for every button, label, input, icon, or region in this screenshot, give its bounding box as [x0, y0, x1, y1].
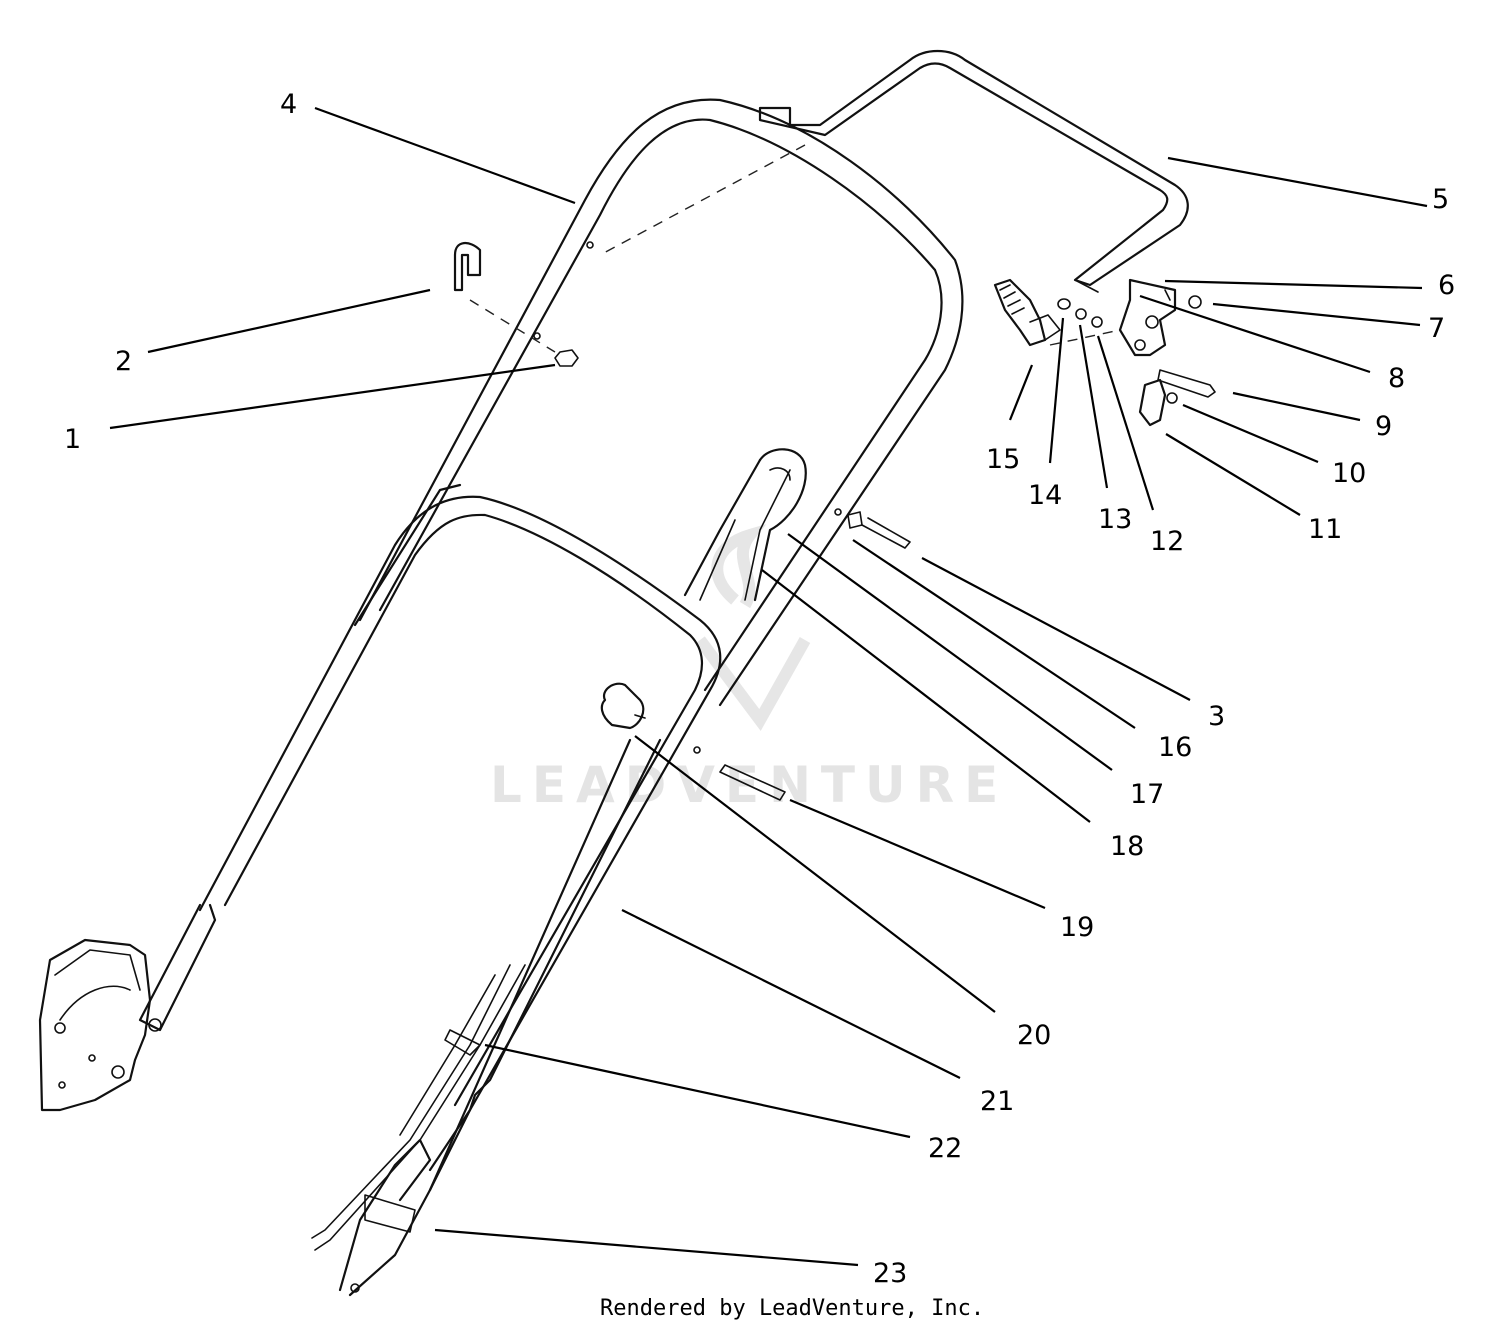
leader-2: [147, 288, 431, 354]
leader-20: [634, 735, 996, 1013]
callout-10: 10: [1332, 458, 1366, 489]
leader-11: [1165, 433, 1301, 516]
hook-bracket: [453, 242, 556, 353]
leader-16: [852, 539, 1136, 729]
leader-10: [1182, 403, 1319, 464]
callout-3: 3: [1208, 701, 1225, 732]
callout-19: 19: [1060, 912, 1094, 943]
leader-6: [1164, 279, 1423, 290]
callout-16: 16: [1158, 732, 1192, 763]
callout-7: 7: [1428, 313, 1445, 344]
leader-7: [1212, 302, 1421, 327]
leader-3: [921, 557, 1191, 701]
leader-4: [314, 106, 576, 205]
carriage-bolt: [693, 746, 786, 801]
callout-4: 4: [280, 89, 297, 120]
leader-lines: [109, 106, 1428, 1267]
callout-14: 14: [1028, 480, 1062, 511]
leader-9: [1232, 391, 1361, 422]
callout-1: 1: [64, 424, 81, 455]
lower-tube: [138, 738, 662, 1297]
callout-18: 18: [1110, 831, 1144, 862]
watermark-text: LEADVENTURE: [490, 756, 1008, 814]
callout-20: 20: [1017, 1020, 1051, 1051]
bracket-bolt: [1157, 369, 1216, 398]
callout-23: 23: [873, 1258, 907, 1289]
lower-handle: [198, 483, 722, 1192]
callout-8: 8: [1388, 363, 1405, 394]
callout-17: 17: [1130, 779, 1164, 810]
leader-8: [1139, 294, 1371, 374]
leader-15: [1008, 364, 1034, 421]
leader-5: [1167, 156, 1428, 208]
leader-23: [434, 1228, 859, 1267]
leader-12: [1096, 335, 1155, 511]
cable-guide: [683, 448, 807, 602]
cam-plate: [1138, 378, 1178, 427]
washer-stack: [1049, 298, 1121, 346]
callout-13: 13: [1098, 504, 1132, 535]
cable-bundle: [311, 964, 526, 1251]
leader-22: [484, 1043, 911, 1139]
leader-21: [621, 909, 961, 1079]
deck-bracket: [38, 938, 162, 1112]
callout-21: 21: [980, 1086, 1014, 1117]
bracket-nut: [1188, 295, 1202, 309]
leader-17: [787, 533, 1113, 771]
leader-18: [761, 569, 1091, 823]
callout-22: 22: [928, 1133, 962, 1164]
leader-1: [109, 363, 556, 430]
control-bracket: [1118, 278, 1177, 357]
nut: [554, 349, 579, 367]
leader-13: [1078, 324, 1109, 489]
leader-19: [789, 798, 1046, 910]
callout-15: 15: [986, 444, 1020, 475]
callout-11: 11: [1308, 514, 1342, 545]
upper-handle: [358, 98, 964, 707]
control-bail: [758, 49, 1189, 293]
washer-bolt: [834, 508, 911, 549]
handle-knob: [600, 682, 646, 730]
leader-14: [1048, 317, 1065, 464]
callout-labels: 1 2 3 4 5 6 7 8 9 10 11 12 13 14 15 16 1…: [64, 89, 1455, 1289]
callout-12: 12: [1150, 526, 1184, 557]
bail-lever: [993, 278, 1061, 347]
callout-5: 5: [1432, 184, 1449, 215]
callout-6: 6: [1438, 270, 1455, 301]
callout-9: 9: [1375, 411, 1392, 442]
credit-line: Rendered by LeadVenture, Inc.: [600, 1296, 984, 1321]
callout-2: 2: [115, 346, 132, 377]
